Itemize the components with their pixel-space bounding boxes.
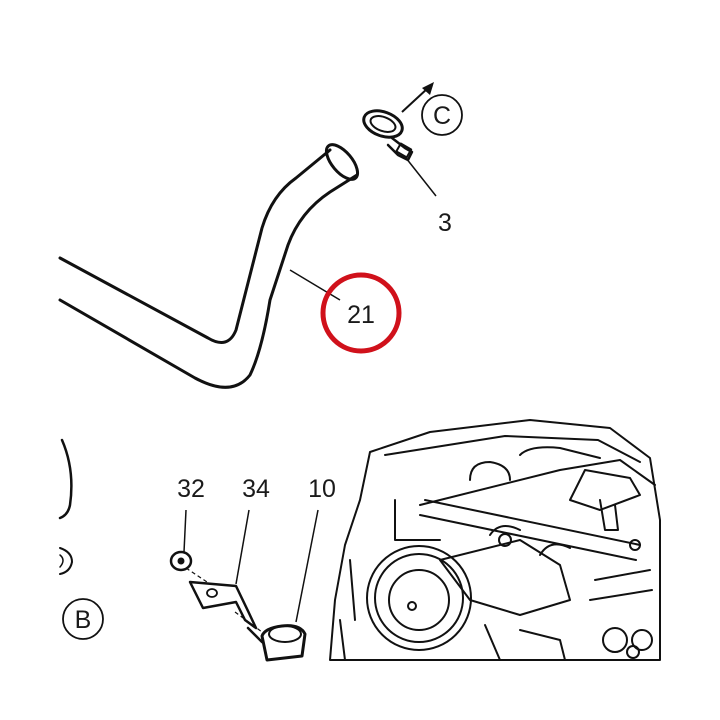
hose-part-21[interactable] xyxy=(58,139,363,389)
engine-assembly xyxy=(329,419,661,661)
highlight-circle xyxy=(320,272,402,354)
screw-part-32[interactable] xyxy=(169,550,211,585)
part-10-label: 10 xyxy=(308,475,336,503)
clamp-part-3[interactable] xyxy=(360,106,414,162)
direction-arrow-icon xyxy=(401,82,434,113)
part-21-label: 21 xyxy=(347,301,375,329)
part-3-label: 3 xyxy=(438,209,452,237)
hose-end-opening xyxy=(324,143,360,181)
reference-b-marker: B xyxy=(62,598,104,640)
reference-b-label: B xyxy=(75,606,92,634)
part-32-label: 32 xyxy=(177,475,205,503)
clip-part-10[interactable] xyxy=(246,624,307,662)
part-34-label: 34 xyxy=(242,475,270,503)
reference-c-label: C xyxy=(433,102,451,130)
reference-c-marker: C xyxy=(421,94,463,136)
left-edge-component xyxy=(58,438,73,575)
bracket-part-34[interactable] xyxy=(188,580,263,633)
